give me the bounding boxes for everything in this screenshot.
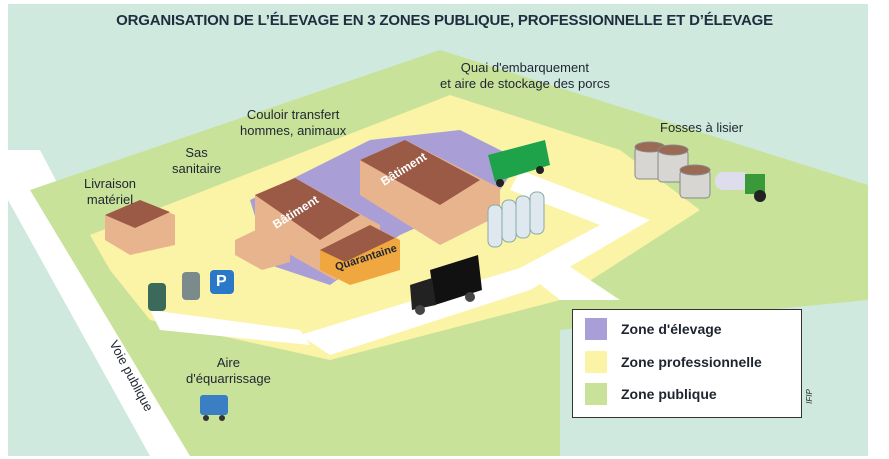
legend-item-publique: Zone publique bbox=[585, 383, 717, 405]
label-line: Sas bbox=[185, 145, 208, 160]
diagram-title: ORGANISATION DE L’ÉLEVAGE EN 3 ZONES PUB… bbox=[116, 12, 773, 29]
label-line: Aire bbox=[216, 355, 240, 370]
legend-item-elevage: Zone d'élevage bbox=[585, 318, 722, 340]
parking-sign bbox=[210, 270, 234, 294]
parking-road bbox=[150, 310, 310, 345]
quarantine-building bbox=[320, 225, 400, 285]
legend-swatch bbox=[585, 318, 607, 340]
legend-label: Zone d'élevage bbox=[621, 321, 722, 337]
label-line: Quai d'embarquement bbox=[460, 60, 590, 75]
sas-sanitaire-building bbox=[235, 228, 290, 270]
label-line: d'équarrissage bbox=[186, 371, 271, 386]
label-line: et aire de stockage des porcs bbox=[440, 76, 610, 91]
delivery-shed bbox=[105, 200, 175, 255]
livestock-truck-icon bbox=[488, 140, 550, 187]
legend: Zone d'élevage Zone professionnelle Zone… bbox=[572, 309, 802, 418]
credit: IFIP bbox=[804, 389, 814, 404]
label-line: sanitaire bbox=[172, 161, 222, 176]
legend-swatch bbox=[585, 383, 607, 405]
parked-cars-icon bbox=[148, 272, 200, 311]
label-fosses: Fosses à lisier bbox=[660, 120, 744, 135]
rendering-bin-icon bbox=[200, 395, 228, 421]
feed-silos bbox=[487, 191, 545, 248]
parking-label: P bbox=[216, 273, 227, 290]
label-line: hommes, animaux bbox=[240, 123, 347, 138]
label-line: Livraison bbox=[84, 176, 137, 191]
legend-label: Zone professionnelle bbox=[621, 354, 762, 370]
label-line: Couloir transfert bbox=[246, 107, 340, 122]
building-2 bbox=[360, 140, 500, 245]
legend-item-professionnelle: Zone professionnelle bbox=[585, 351, 762, 373]
legend-label: Zone publique bbox=[621, 386, 717, 402]
label-line: matériel bbox=[86, 192, 134, 207]
internal-road bbox=[300, 170, 650, 355]
truck-icon bbox=[410, 255, 482, 315]
tractor-icon bbox=[715, 172, 766, 202]
slurry-tanks bbox=[634, 141, 711, 199]
legend-swatch bbox=[585, 351, 607, 373]
